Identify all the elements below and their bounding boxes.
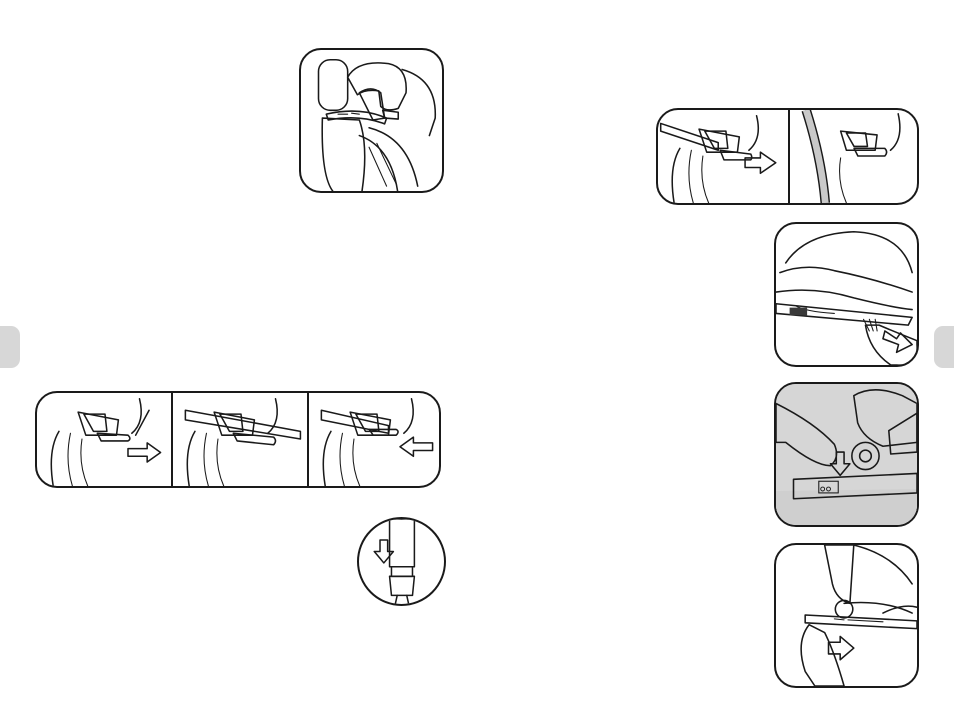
- figure-headrest-strap: [299, 48, 444, 193]
- clip-divider-1: [171, 393, 173, 486]
- figure-isofix-press: [774, 382, 919, 527]
- left-page: [0, 48, 446, 606]
- figure-buckle-close: [357, 517, 446, 606]
- clip-divider-2: [307, 393, 309, 486]
- right-edge-tab: [934, 326, 954, 368]
- clip-step-2-illustration: [184, 397, 302, 486]
- release-step-2-illustration: [801, 110, 901, 203]
- figure-belt-clip-sequence: [35, 391, 441, 488]
- left-edge-tab: [0, 326, 20, 368]
- figure-belt-clip-release: [656, 108, 919, 205]
- figure-isofix-slide: [774, 543, 919, 688]
- clip-step-1-illustration: [50, 397, 162, 486]
- clip-step-3-illustration: [320, 397, 434, 486]
- base-release-illustration: [776, 231, 917, 365]
- release-divider: [788, 110, 790, 203]
- isofix-press-illustration: [776, 384, 917, 525]
- release-step-1-illustration: [659, 114, 777, 203]
- figure-base-release: [774, 222, 919, 367]
- isofix-slide-illustration: [800, 545, 917, 686]
- buckle-illustration: [373, 519, 416, 604]
- right-page: [477, 0, 954, 715]
- headrest-strap-illustration: [317, 58, 436, 191]
